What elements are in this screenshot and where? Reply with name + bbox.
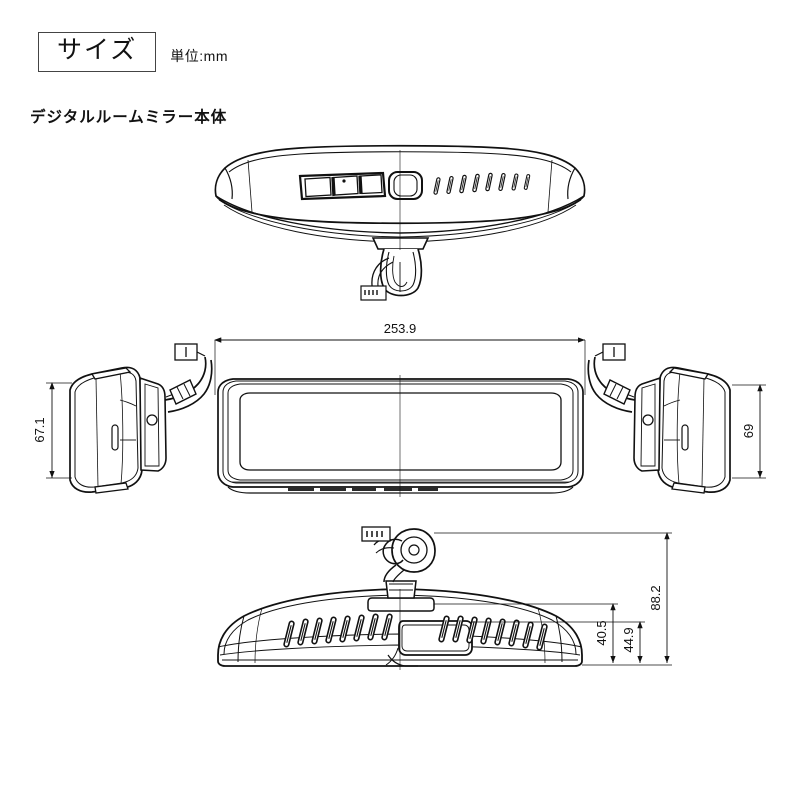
view-bottom [217, 526, 583, 670]
dimension-right-height: 69 [732, 384, 766, 479]
bottom-center-panel [385, 620, 473, 667]
view-left-side [69, 343, 213, 494]
dimension-value-left-height: 67.1 [32, 417, 47, 442]
mount-stem-top [360, 237, 430, 301]
dimension-value-width: 253.9 [384, 321, 417, 336]
dimension-left-height: 67.1 [32, 382, 72, 479]
unit-note: 単位:mm [170, 48, 228, 65]
dimension-width: 253.9 [214, 321, 586, 395]
knob-button [388, 171, 423, 200]
dimension-value-88-2: 88.2 [648, 585, 663, 610]
section-title-badge: サイズ [38, 32, 157, 73]
dimension-value-44-9: 44.9 [621, 627, 636, 652]
header: サイズ 単位:mm [38, 32, 228, 73]
front-bottom-details [288, 486, 438, 491]
button-cluster [298, 171, 387, 201]
dimension-value-40-5: 40.5 [594, 620, 609, 645]
view-top [214, 144, 586, 301]
view-right-side [587, 343, 731, 494]
ball-joint-mount [361, 526, 436, 612]
dimension-value-right-height: 69 [741, 424, 756, 438]
view-front [217, 375, 584, 497]
product-name: デジタルルームミラー本体 [30, 109, 228, 126]
vent-slots-top [433, 172, 531, 196]
dimension-bottom-heights: 40.5 44.9 88.2 [434, 532, 672, 666]
